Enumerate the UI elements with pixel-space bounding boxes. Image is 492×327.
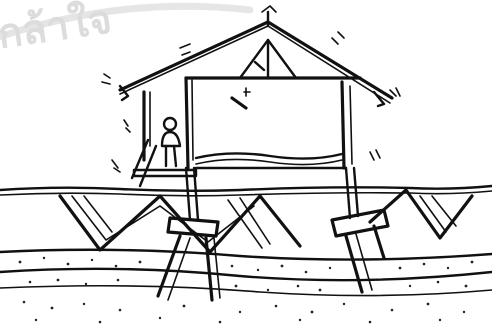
- wall-base: [196, 153, 342, 158]
- roof-left-slope-inner: [120, 26, 268, 94]
- person-body: [162, 132, 180, 146]
- person-figure: [162, 118, 180, 166]
- zigzag-outer: [60, 196, 300, 252]
- foundation-left: [158, 168, 220, 300]
- roof-left-slope: [120, 22, 268, 90]
- shake-marks-bottom-left: [112, 160, 120, 172]
- falling-piece-mark: [244, 88, 250, 96]
- pile-left-b: [206, 238, 212, 300]
- loose-piece: [255, 62, 264, 70]
- shake-marks-right: [370, 150, 380, 160]
- person-legs: [166, 146, 176, 166]
- soil-layer-2: [0, 269, 492, 280]
- zigzag-hatch-1: [84, 196, 112, 232]
- stair: [132, 140, 156, 186]
- watermark-text: กล้าใจ: [0, 0, 114, 58]
- pile-left-a-inner: [168, 238, 190, 300]
- soil-layer-1: [0, 250, 492, 260]
- ground-line: [0, 186, 492, 191]
- ground-line-lower: [0, 191, 492, 196]
- soil-layer-3: [0, 286, 492, 296]
- column-left: [186, 78, 188, 168]
- column-right-inner: [350, 86, 352, 164]
- wall-base-lower: [196, 159, 342, 164]
- ridge-mark: [262, 6, 276, 12]
- ground-surface: [0, 186, 492, 196]
- sand-dots: [19, 257, 474, 324]
- person-head: [164, 118, 176, 130]
- pile-right-b: [374, 226, 384, 258]
- eave-motion-marks-right: [390, 88, 400, 96]
- column-left-inner: [192, 80, 193, 160]
- roof: [102, 6, 400, 108]
- roof-motion-marks-left: [180, 44, 190, 55]
- zigzag-band: [60, 190, 472, 252]
- eave-motion-marks-left: [102, 74, 110, 84]
- soil-layers: [0, 250, 492, 296]
- roof-motion-marks-right: [332, 32, 344, 44]
- roof-right-slope: [268, 22, 392, 98]
- pile-cap-left: [168, 218, 218, 236]
- shake-marks-left: [124, 120, 130, 132]
- falling-piece: [232, 98, 246, 108]
